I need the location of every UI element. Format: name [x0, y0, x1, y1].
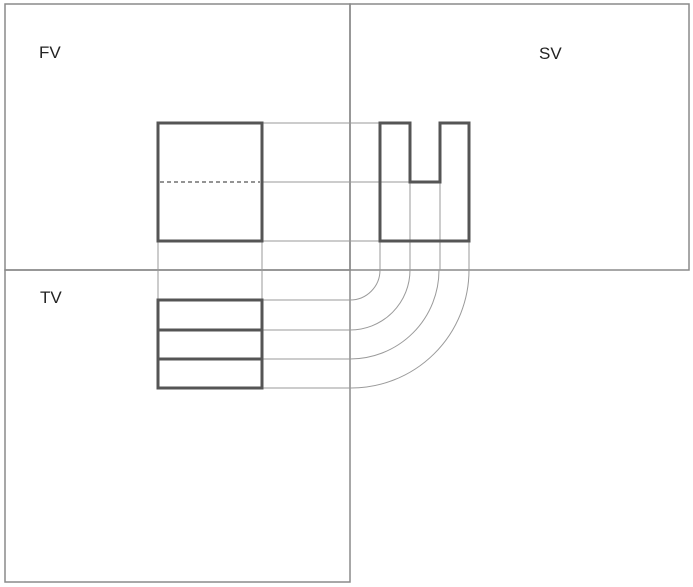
transfer-arc-1 — [349, 269, 381, 301]
view-frames — [4, 3, 690, 583]
fv-label: FV — [39, 43, 61, 62]
sv-frame — [349, 3, 690, 271]
top-view-object — [156, 298, 264, 390]
tv-frame — [4, 269, 351, 583]
projector-lines — [157, 122, 470, 389]
transfer-arc-3 — [349, 269, 440, 360]
transfer-arc-4 — [349, 269, 470, 389]
front-view-object — [156, 121, 264, 243]
sv-label: SV — [539, 44, 562, 63]
side-view-object — [378, 121, 471, 243]
transfer-arc-2 — [349, 269, 411, 331]
tv-label: TV — [40, 288, 62, 307]
